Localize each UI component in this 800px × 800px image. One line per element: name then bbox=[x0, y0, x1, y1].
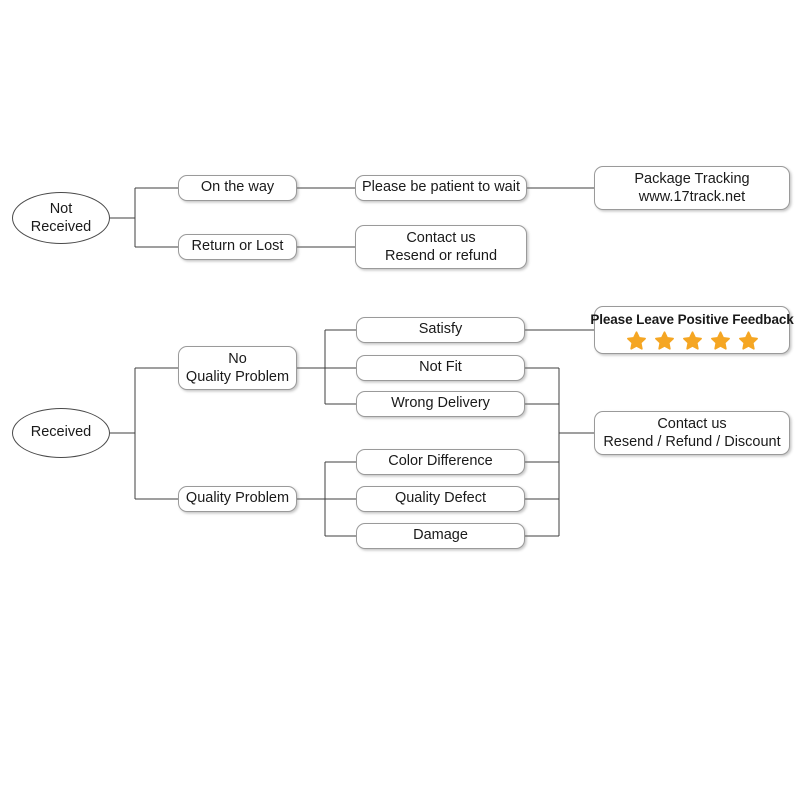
star-icon[interactable] bbox=[654, 331, 674, 350]
star-icon[interactable] bbox=[710, 331, 730, 350]
star-icon[interactable] bbox=[738, 331, 758, 350]
node-return-or-lost[interactable]: Return or Lost bbox=[178, 234, 297, 260]
star-icon[interactable] bbox=[626, 331, 646, 350]
star-rating[interactable] bbox=[626, 331, 758, 350]
star-icon[interactable] bbox=[682, 331, 702, 350]
node-no-quality-problem[interactable]: No Quality Problem bbox=[178, 346, 297, 390]
node-wrong-delivery[interactable]: Wrong Delivery bbox=[356, 391, 525, 417]
node-not-received[interactable]: Not Received bbox=[12, 192, 110, 244]
node-please-be-patient[interactable]: Please be patient to wait bbox=[355, 175, 527, 201]
node-quality-problem[interactable]: Quality Problem bbox=[178, 486, 297, 512]
node-damage[interactable]: Damage bbox=[356, 523, 525, 549]
node-satisfy[interactable]: Satisfy bbox=[356, 317, 525, 343]
node-package-tracking[interactable]: Package Tracking www.17track.net bbox=[594, 166, 790, 210]
node-on-the-way[interactable]: On the way bbox=[178, 175, 297, 201]
node-not-fit[interactable]: Not Fit bbox=[356, 355, 525, 381]
node-contact-resend-refund-discount[interactable]: Contact us Resend / Refund / Discount bbox=[594, 411, 790, 455]
node-color-difference[interactable]: Color Difference bbox=[356, 449, 525, 475]
feedback-label: Please Leave Positive Feedback bbox=[590, 311, 794, 327]
node-received[interactable]: Received bbox=[12, 408, 110, 458]
node-contact-resend-or-refund[interactable]: Contact us Resend or refund bbox=[355, 225, 527, 269]
node-positive-feedback[interactable]: Please Leave Positive Feedback bbox=[590, 306, 794, 354]
node-quality-defect[interactable]: Quality Defect bbox=[356, 486, 525, 512]
